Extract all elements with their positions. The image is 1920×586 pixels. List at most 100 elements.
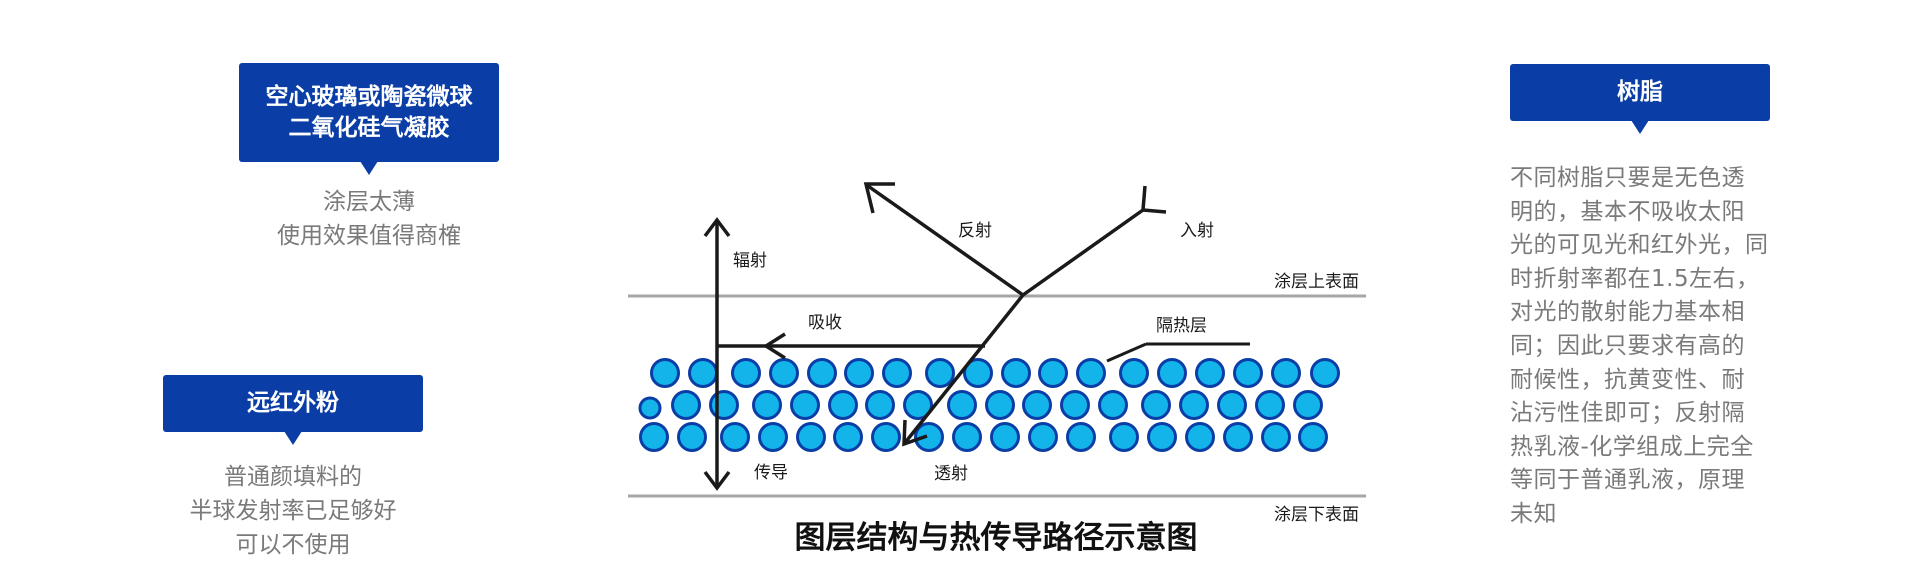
note-line: 普通颜填料的 bbox=[224, 464, 362, 490]
microsphere bbox=[1141, 390, 1171, 420]
microsphere bbox=[1157, 358, 1187, 388]
microsphere-layer bbox=[638, 358, 1340, 452]
microsphere bbox=[731, 358, 761, 388]
microsphere bbox=[1060, 390, 1090, 420]
microsphere bbox=[796, 422, 826, 452]
microsphere bbox=[1147, 422, 1177, 452]
microsphere bbox=[638, 396, 662, 420]
desc-line: 未知 bbox=[1510, 500, 1557, 527]
note-line: 半球发射率已足够好 bbox=[189, 498, 397, 524]
microsphere bbox=[720, 422, 750, 452]
microsphere bbox=[1001, 358, 1031, 388]
microsphere bbox=[1261, 422, 1291, 452]
absorption-arrowhead bbox=[762, 332, 786, 360]
microsphere bbox=[985, 390, 1015, 420]
microsphere bbox=[844, 358, 874, 388]
label-transmission: 透射 bbox=[934, 464, 968, 484]
microsphere bbox=[758, 422, 788, 452]
label-top-surface: 涂层上表面 bbox=[1274, 272, 1359, 292]
microsphere bbox=[1298, 422, 1328, 452]
note-line: 使用效果值得商榷 bbox=[277, 223, 461, 249]
label-incident: 入射 bbox=[1180, 221, 1214, 241]
callout-title-line: 树脂 bbox=[1617, 79, 1663, 105]
microsphere bbox=[752, 390, 782, 420]
label-bottom-surface: 涂层下表面 bbox=[1274, 505, 1359, 525]
callout-hollow-microspheres: 空心玻璃或陶瓷微球 二氧化硅气凝胶 bbox=[239, 63, 499, 175]
label-insulation-layer: 隔热层 bbox=[1156, 316, 1207, 336]
microsphere bbox=[990, 422, 1020, 452]
microsphere bbox=[1310, 358, 1340, 388]
microsphere bbox=[1195, 358, 1225, 388]
microsphere bbox=[833, 422, 863, 452]
desc-line: 明的，基本不吸收太阳 bbox=[1510, 198, 1745, 225]
microsphere bbox=[952, 422, 982, 452]
conduction-arrowhead-down bbox=[703, 470, 731, 491]
microsphere bbox=[1098, 390, 1128, 420]
microsphere bbox=[871, 422, 901, 452]
microsphere bbox=[1255, 390, 1285, 420]
microsphere bbox=[1233, 358, 1263, 388]
desc-line: 不同树脂只要是无色透 bbox=[1510, 165, 1745, 191]
desc-line: 对光的散射能力基本相 bbox=[1510, 299, 1745, 326]
microsphere bbox=[677, 422, 707, 452]
desc-line: 光的可见光和红外光，同 bbox=[1510, 232, 1769, 259]
label-absorption: 吸收 bbox=[808, 313, 842, 333]
microsphere bbox=[639, 422, 669, 452]
microsphere bbox=[1038, 358, 1068, 388]
reflected-ray bbox=[866, 184, 1025, 297]
callout-far-infrared-powder: 远红外粉 bbox=[163, 375, 423, 445]
microsphere bbox=[650, 358, 680, 388]
callout-title-line: 二氧化硅气凝胶 bbox=[288, 114, 450, 141]
microsphere bbox=[914, 422, 944, 452]
microsphere bbox=[671, 390, 701, 420]
diagram-title: 图层结构与热传导路径示意图 bbox=[795, 520, 1198, 556]
radiation-arrowhead-up bbox=[703, 217, 731, 238]
microsphere bbox=[790, 390, 820, 420]
desc-line: 等同于普通乳液，原理 bbox=[1510, 467, 1745, 494]
callout-title-line: 远红外粉 bbox=[247, 390, 339, 416]
microsphere bbox=[769, 358, 799, 388]
microsphere bbox=[1271, 358, 1301, 388]
microsphere bbox=[1217, 390, 1247, 420]
microsphere bbox=[688, 358, 718, 388]
microsphere bbox=[947, 390, 977, 420]
note-far-infrared-powder: 普通颜填料的 半球发射率已足够好 可以不使用 bbox=[163, 460, 423, 562]
incident-ray bbox=[1021, 208, 1145, 297]
microsphere bbox=[1223, 422, 1253, 452]
reflected-arrowhead bbox=[863, 182, 895, 214]
incident-arrowhead bbox=[1141, 185, 1167, 214]
note-line: 可以不使用 bbox=[235, 532, 351, 558]
desc-line: 时折射率都在1.5左右， bbox=[1510, 265, 1760, 292]
insulation-leader-diagonal bbox=[1106, 342, 1147, 363]
microsphere bbox=[1109, 422, 1139, 452]
microsphere bbox=[963, 358, 993, 388]
microsphere bbox=[709, 390, 739, 420]
label-conduction: 传导 bbox=[754, 463, 788, 483]
microsphere bbox=[1185, 422, 1215, 452]
callout-title-line: 空心玻璃或陶瓷微球 bbox=[265, 83, 473, 110]
transmitted-arrowhead bbox=[902, 419, 928, 447]
note-line: 涂层太薄 bbox=[323, 189, 415, 215]
label-reflection: 反射 bbox=[958, 221, 992, 241]
desc-line: 同；因此只要求有高的 bbox=[1510, 332, 1745, 359]
microsphere bbox=[828, 390, 858, 420]
callout-resin: 树脂 bbox=[1510, 64, 1770, 134]
microsphere bbox=[1022, 390, 1052, 420]
microsphere bbox=[882, 358, 912, 388]
microsphere bbox=[925, 358, 955, 388]
microsphere bbox=[1028, 422, 1058, 452]
microsphere bbox=[1076, 358, 1106, 388]
label-radiation: 辐射 bbox=[733, 251, 767, 271]
note-hollow-microspheres: 涂层太薄 使用效果值得商榷 bbox=[239, 185, 499, 253]
desc-line: 热乳液-化学组成上完全 bbox=[1510, 433, 1754, 460]
microsphere bbox=[1066, 422, 1096, 452]
resin-description: 不同树脂只要是无色透 明的，基本不吸收太阳 光的可见光和红外光，同 时折射率都在… bbox=[1510, 162, 1792, 532]
microsphere bbox=[865, 390, 895, 420]
microsphere bbox=[1293, 390, 1323, 420]
desc-line: 沾污性佳即可；反射隔 bbox=[1510, 400, 1745, 427]
transmitted-ray bbox=[902, 293, 1025, 446]
microsphere bbox=[807, 358, 837, 388]
microsphere bbox=[1179, 390, 1209, 420]
microsphere bbox=[1119, 358, 1149, 388]
